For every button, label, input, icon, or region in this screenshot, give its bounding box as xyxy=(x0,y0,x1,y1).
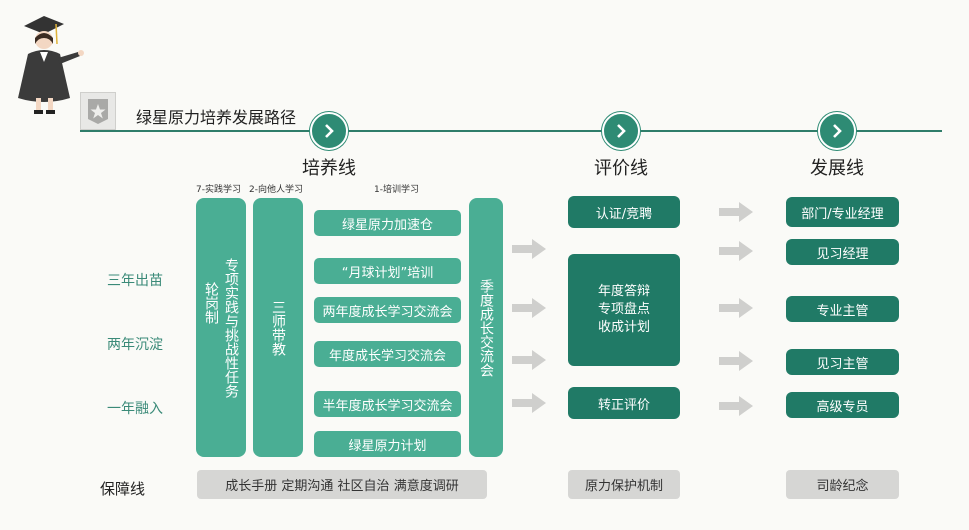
evaluation-regularization: 转正评价 xyxy=(568,387,680,419)
guarantee-label: 保障线 xyxy=(100,480,146,498)
star-badge-icon xyxy=(80,92,116,130)
practice-task-bar: 专项实践与挑战性任务 轮岗制 xyxy=(196,198,246,457)
practice-task-text: 专项实践与挑战性任务 xyxy=(223,257,239,398)
arrow-right-icon xyxy=(512,298,546,318)
graduate-illustration xyxy=(18,16,84,114)
arrow-right-icon xyxy=(719,351,753,371)
study-label-practice: 7-实践学习 xyxy=(196,185,241,195)
development-level: 专业主管 xyxy=(786,296,899,322)
arrow-right-icon xyxy=(719,202,753,222)
evaluation-annual-line: 年度答辩 xyxy=(597,284,650,299)
guarantee-item: 成长手册 定期沟通 社区自治 满意度调研 xyxy=(197,470,487,499)
development-level: 见习主管 xyxy=(786,349,899,375)
training-item: 绿星原力加速仓 xyxy=(314,210,461,236)
arrow-right-icon xyxy=(512,350,546,370)
guarantee-item: 司龄纪念 xyxy=(786,470,899,499)
arrow-right-icon xyxy=(719,241,753,261)
development-level: 高级专员 xyxy=(786,392,899,418)
study-label-others: 2-向他人学习 xyxy=(249,185,303,195)
training-item: 绿星原力计划 xyxy=(314,431,461,457)
arrow-right-icon xyxy=(719,396,753,416)
development-level: 部门/专业经理 xyxy=(786,197,899,227)
evaluation-annual-box: 年度答辩 专项盘点 收成计划 xyxy=(568,254,680,366)
quarterly-exchange-bar: 季度成长交流会 xyxy=(469,198,503,457)
rotation-text: 轮岗制 xyxy=(203,281,219,324)
year-label-two: 两年沉淀 xyxy=(107,337,163,353)
training-item: 半年度成长学习交流会 xyxy=(314,391,461,417)
arrow-right-icon xyxy=(512,393,546,413)
study-label-training: 1-培训学习 xyxy=(374,185,419,195)
training-item: 两年度成长学习交流会 xyxy=(314,297,461,323)
arrow-right-icon xyxy=(719,298,753,318)
stage-title-development: 发展线 xyxy=(810,158,864,179)
stage-arrow-icon xyxy=(310,112,348,150)
stage-title-evaluation: 评价线 xyxy=(594,158,648,179)
development-level: 见习经理 xyxy=(786,239,899,265)
stage-arrow-icon xyxy=(818,112,856,150)
evaluation-certification: 认证/竞聘 xyxy=(568,196,680,228)
evaluation-annual-line: 收成计划 xyxy=(597,320,650,335)
mentorship-text: 三师带教 xyxy=(270,299,286,356)
year-label-three: 三年出苗 xyxy=(107,273,163,289)
arrow-right-icon xyxy=(512,239,546,259)
evaluation-annual-line: 专项盘点 xyxy=(597,302,650,317)
guarantee-item: 原力保护机制 xyxy=(568,470,680,499)
training-item: 年度成长学习交流会 xyxy=(314,341,461,367)
stage-arrow-icon xyxy=(602,112,640,150)
training-item: “月球计划”培训 xyxy=(314,258,461,284)
header-divider xyxy=(80,130,942,132)
year-label-one: 一年融入 xyxy=(107,401,163,417)
stage-title-training: 培养线 xyxy=(302,158,356,179)
mentorship-bar: 三师带教 xyxy=(253,198,303,457)
page-title: 绿星原力培养发展路径 xyxy=(136,108,297,127)
quarterly-exchange-text: 季度成长交流会 xyxy=(478,278,494,377)
